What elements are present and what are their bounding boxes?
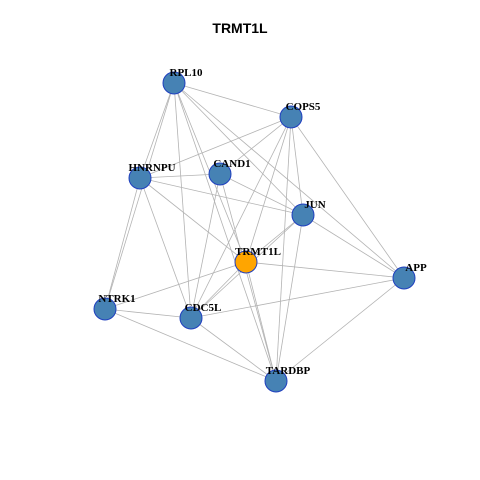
edge-hnrnpu-jun xyxy=(139,177,304,216)
edge-jun-app xyxy=(302,214,405,279)
edge-cand1-jun xyxy=(219,173,304,216)
edge-app-tardbp xyxy=(275,277,405,382)
node-circle-app xyxy=(392,266,416,290)
node-circle-tardbp xyxy=(264,369,288,393)
node-ntrk1: NTRK1 xyxy=(93,293,136,321)
edge-rpl10-cdc5l xyxy=(173,82,192,319)
edge-rpl10-cops5 xyxy=(173,82,292,118)
node-tardbp: TARDBP xyxy=(264,365,311,393)
edge-cand1-cdc5l xyxy=(190,173,221,319)
node-cdc5l: CDC5L xyxy=(179,302,222,330)
edge-trmt1l-app xyxy=(245,261,405,279)
edge-trmt1l-tardbp xyxy=(245,261,277,382)
node-circle-ntrk1 xyxy=(93,297,117,321)
edge-cops5-cand1 xyxy=(219,116,292,175)
node-label-rpl10: RPL10 xyxy=(170,67,204,79)
edge-cops5-trmt1l xyxy=(245,116,292,263)
edge-hnrnpu-ntrk1 xyxy=(104,177,141,310)
node-jun: JUN xyxy=(291,199,326,227)
edge-cops5-cdc5l xyxy=(190,116,292,319)
graph-title: TRMT1L xyxy=(212,20,268,36)
edge-cops5-tardbp xyxy=(275,116,292,382)
node-circle-cdc5l xyxy=(179,306,203,330)
edge-rpl10-ntrk1 xyxy=(104,82,175,310)
node-trmt1l: TRMT1L xyxy=(234,246,281,274)
node-circle-cand1 xyxy=(208,162,232,186)
node-label-hnrnpu: HNRNPU xyxy=(128,162,175,174)
edge-trmt1l-ntrk1 xyxy=(104,261,247,310)
edge-jun-trmt1l xyxy=(245,214,304,263)
node-label-ntrk1: NTRK1 xyxy=(98,293,135,305)
node-circle-cops5 xyxy=(279,105,303,129)
edge-hnrnpu-cand1 xyxy=(139,173,221,179)
edge-cops5-app xyxy=(290,116,405,279)
node-rpl10: RPL10 xyxy=(162,67,204,95)
edge-hnrnpu-cdc5l xyxy=(139,177,192,319)
edge-cops5-jun xyxy=(290,116,304,216)
edge-rpl10-tardbp xyxy=(173,82,277,382)
node-circle-trmt1l xyxy=(234,250,258,274)
edge-ntrk1-cdc5l xyxy=(104,308,192,319)
node-circle-hnrnpu xyxy=(128,166,152,190)
node-circle-rpl10 xyxy=(162,71,186,95)
edge-rpl10-hnrnpu xyxy=(139,82,175,179)
edge-hnrnpu-trmt1l xyxy=(139,177,247,263)
node-label-cops5: COPS5 xyxy=(286,101,321,113)
node-cand1: CAND1 xyxy=(208,158,251,186)
node-label-jun: JUN xyxy=(304,199,325,211)
edge-layer xyxy=(104,82,405,382)
edge-rpl10-jun xyxy=(173,82,304,216)
edge-trmt1l-cdc5l xyxy=(190,261,247,319)
node-label-tardbp: TARDBP xyxy=(266,365,311,377)
node-app: APP xyxy=(392,262,427,290)
node-hnrnpu: HNRNPU xyxy=(128,162,176,190)
edge-cops5-hnrnpu xyxy=(139,116,292,179)
node-circle-jun xyxy=(291,203,315,227)
node-cops5: COPS5 xyxy=(279,101,321,129)
node-label-cdc5l: CDC5L xyxy=(185,302,222,314)
edge-cdc5l-tardbp xyxy=(190,317,277,382)
node-label-trmt1l: TRMT1L xyxy=(235,246,281,258)
node-label-app: APP xyxy=(405,262,427,274)
edge-rpl10-app xyxy=(173,82,405,279)
node-label-cand1: CAND1 xyxy=(213,158,250,170)
edge-jun-tardbp xyxy=(275,214,304,382)
edge-cand1-tardbp xyxy=(219,173,277,382)
edge-app-cdc5l xyxy=(190,277,405,319)
edge-ntrk1-tardbp xyxy=(104,308,277,382)
